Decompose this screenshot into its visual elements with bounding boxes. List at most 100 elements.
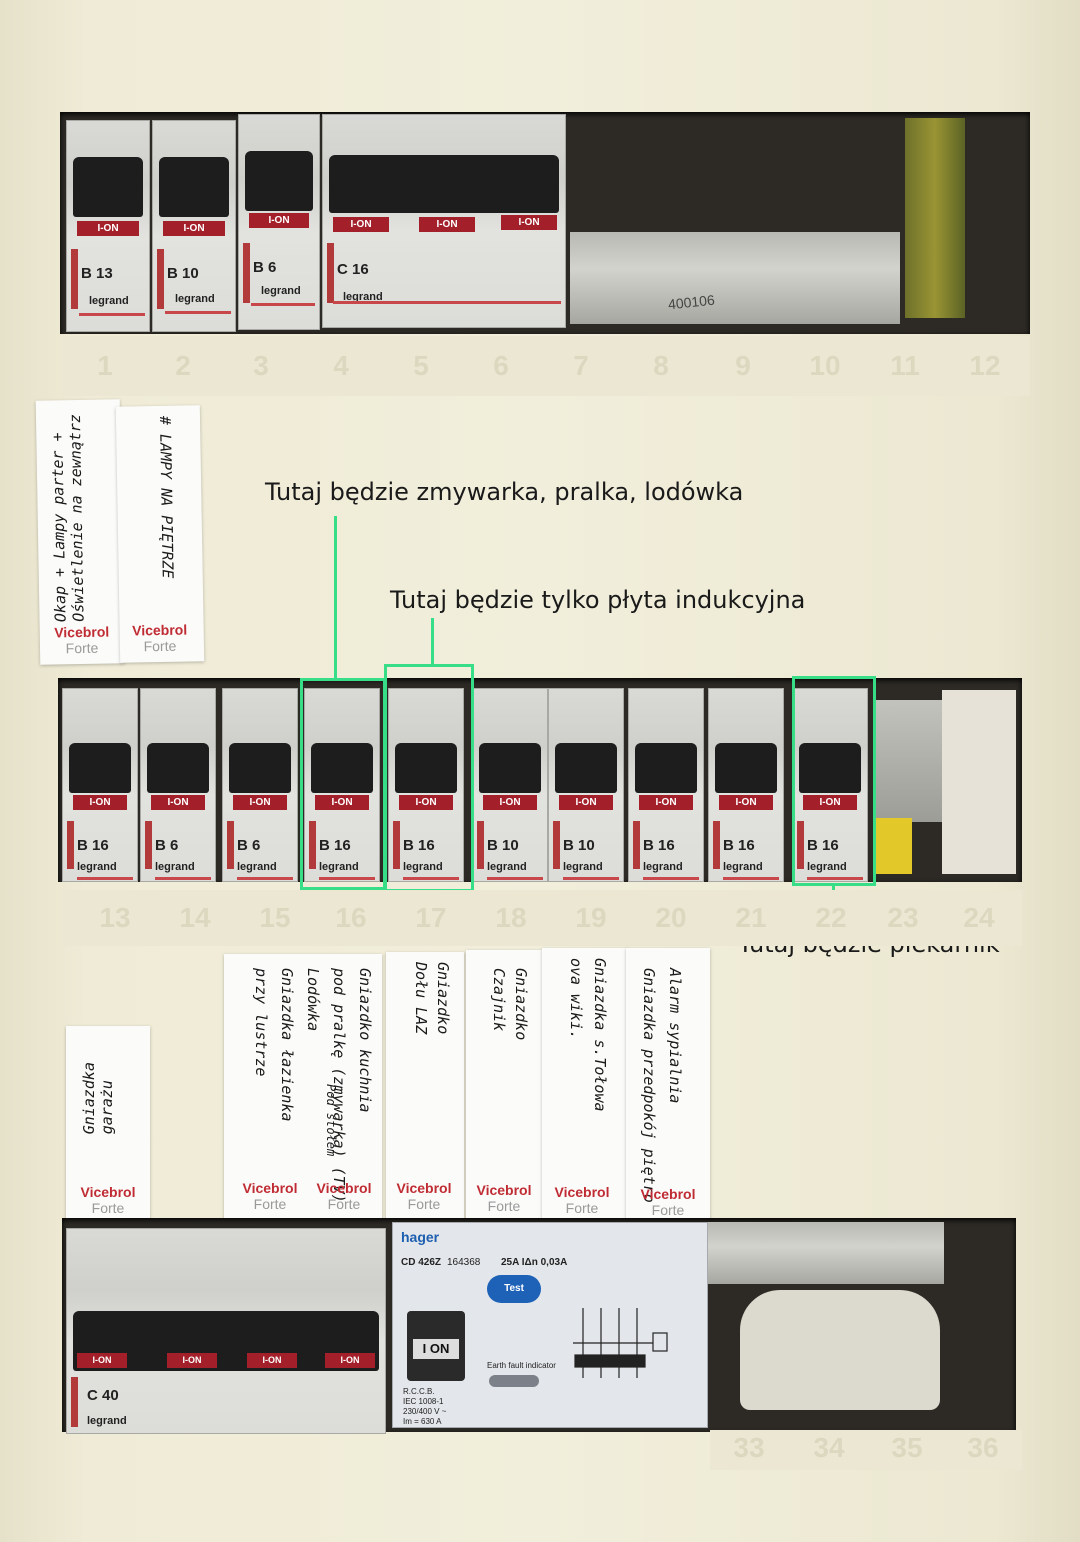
bottom-breaker-c40[interactable]: I-ON I-ON I-ON I-ON C 40 legrand bbox=[66, 1228, 386, 1434]
slot-number: 23 bbox=[887, 902, 919, 933]
brand-label: legrand bbox=[563, 861, 603, 873]
rcd-brand: hager bbox=[401, 1229, 440, 1245]
slot-number: 20 bbox=[655, 902, 687, 933]
handwritten-note: Okap + Lampy parter + Oświetlenie na zew… bbox=[48, 413, 88, 623]
rcd-voltage: 230/400 V ~ bbox=[403, 1407, 447, 1416]
red-stripe bbox=[243, 243, 250, 303]
rating-label: C 40 bbox=[87, 1387, 119, 1404]
red-stripe bbox=[797, 821, 804, 869]
highlight-box-induction bbox=[384, 664, 474, 892]
breaker-toggle[interactable] bbox=[159, 157, 229, 217]
slot-number: 11 bbox=[890, 350, 920, 381]
slot-number: 10 bbox=[809, 350, 841, 381]
red-line bbox=[487, 877, 543, 880]
slot-number: 35 bbox=[891, 1432, 923, 1463]
slot-number: 15 bbox=[259, 902, 291, 933]
on-label: I-ON bbox=[501, 215, 557, 230]
breaker-toggle[interactable] bbox=[245, 151, 313, 211]
top-breaker-4[interactable]: I-ON I-ON I-ON C 16 legrand bbox=[322, 114, 566, 328]
on-label: I-ON bbox=[483, 795, 537, 810]
green-yellow-wire bbox=[905, 118, 965, 318]
rcd-model: CD 426Z bbox=[401, 1257, 442, 1268]
annotation-dishwasher: Tutaj będzie zmywarka, pralka, lodówka bbox=[265, 478, 744, 506]
rcd-test-button[interactable]: Test bbox=[487, 1275, 541, 1303]
breaker-toggle[interactable] bbox=[329, 155, 559, 213]
breaker-toggle[interactable] bbox=[635, 743, 697, 793]
middle-breaker-6[interactable]: I-ON B 10 legrand bbox=[472, 688, 548, 882]
on-label: I-ON bbox=[163, 221, 225, 236]
on-label: I-ON bbox=[249, 213, 309, 228]
red-line bbox=[79, 313, 145, 316]
red-line bbox=[237, 877, 293, 880]
breaker-toggle[interactable] bbox=[69, 743, 131, 793]
breaker-toggle[interactable] bbox=[311, 743, 373, 793]
handwritten-note: # LAMPY NA PIĘTRZE bbox=[155, 415, 177, 579]
breaker-toggle[interactable] bbox=[479, 743, 541, 793]
breaker-toggle[interactable] bbox=[715, 743, 777, 793]
middle-breaker-3[interactable]: I-ON B 6 legrand bbox=[222, 688, 298, 882]
highlight-box-oven bbox=[792, 676, 876, 886]
brand-label: legrand bbox=[487, 861, 527, 873]
red-stripe bbox=[67, 821, 74, 869]
slot-number: 13 bbox=[99, 902, 131, 933]
cable-entry bbox=[942, 690, 1016, 874]
red-stripe bbox=[393, 821, 400, 869]
on-label: I-ON bbox=[325, 1353, 375, 1368]
brand-label: legrand bbox=[261, 285, 301, 297]
slot-number: 16 bbox=[335, 902, 367, 933]
on-label: I-ON bbox=[233, 795, 287, 810]
breaker-toggle[interactable] bbox=[229, 743, 291, 793]
brand-label: legrand bbox=[319, 861, 359, 873]
top-breaker-3[interactable]: I-ON B 6 legrand bbox=[238, 114, 320, 330]
middle-slot-numbers bbox=[62, 890, 1022, 946]
bottom-slot-numbers bbox=[710, 1430, 1022, 1470]
red-line bbox=[723, 877, 779, 880]
slot-number: 18 bbox=[495, 902, 527, 933]
handwritten-note: Gniazdka s.Tołowa ova wiki. bbox=[567, 958, 609, 1112]
rcd-hager[interactable]: hager CD 426Z 164368 25A IΔn 0,03A Test … bbox=[392, 1222, 708, 1428]
breaker-toggle[interactable] bbox=[799, 743, 861, 793]
rating-label: B 16 bbox=[319, 837, 351, 854]
breaker-toggle[interactable] bbox=[395, 743, 457, 793]
on-label: I-ON bbox=[719, 795, 773, 810]
breaker-toggle[interactable] bbox=[73, 157, 143, 217]
brand-label: legrand bbox=[237, 861, 277, 873]
rating-label: B 6 bbox=[237, 837, 261, 854]
handwritten-note: Gniazdko Dołu LAZ bbox=[412, 962, 452, 1035]
slot-number: 1 bbox=[97, 350, 113, 381]
on-label: I-ON bbox=[151, 795, 205, 810]
rcd-rccb: R.C.C.B. bbox=[403, 1387, 435, 1396]
annotation-line-dishwasher bbox=[334, 516, 337, 678]
rating-label: B 10 bbox=[563, 837, 595, 854]
brand-label: legrand bbox=[343, 291, 383, 303]
red-line bbox=[165, 311, 231, 314]
slot-number: 22 bbox=[815, 902, 847, 933]
breaker-toggle[interactable] bbox=[555, 743, 617, 793]
breaker-toggle[interactable] bbox=[147, 743, 209, 793]
red-line bbox=[807, 877, 863, 880]
annotation-line-induction bbox=[431, 618, 434, 664]
top-breaker-1[interactable]: I-ON B 13 legrand bbox=[66, 120, 150, 332]
slot-number: 7 bbox=[573, 350, 589, 381]
handwritten-note: Pod stołem bbox=[324, 1084, 338, 1157]
highlight-box-dishwasher bbox=[300, 678, 386, 890]
brand-label: legrand bbox=[155, 861, 195, 873]
slot-number: 3 bbox=[253, 350, 269, 381]
rating-label: B 6 bbox=[253, 259, 277, 276]
rating-label: B 10 bbox=[487, 837, 519, 854]
top-breaker-2[interactable]: I-ON B 10 legrand bbox=[152, 120, 236, 332]
